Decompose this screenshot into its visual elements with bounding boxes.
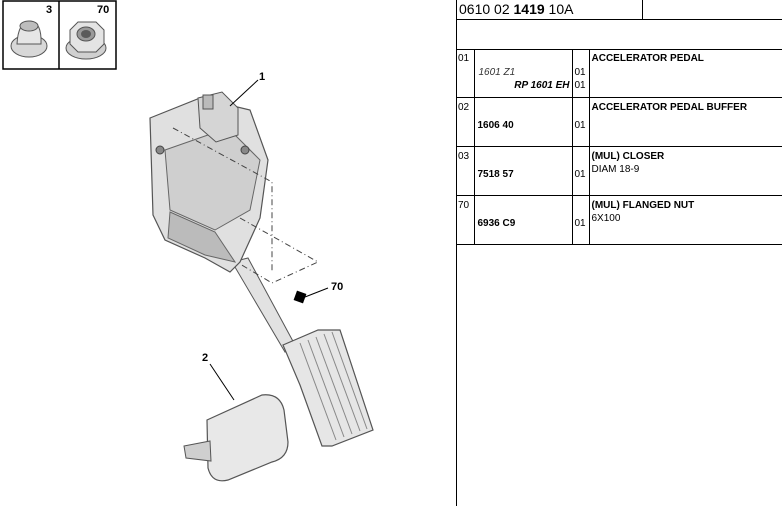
closer-part-icon	[10, 20, 48, 58]
reference-header: 0610 02 1419 10A	[456, 0, 782, 20]
quantity-cell: 01	[572, 146, 590, 196]
inset-parts-box: 3 70	[2, 0, 117, 70]
table-row[interactable]: 70 6936 C9 01 (MUL) FLANGED NUT 6X100	[456, 195, 782, 245]
inset-label-3: 3	[46, 4, 52, 16]
item-number: 01	[456, 49, 475, 98]
reference-cell: 7518 57	[474, 146, 573, 196]
header-separator	[642, 0, 643, 19]
part-name: ACCELERATOR PEDAL BUFFER	[591, 102, 748, 113]
parts-table: 01 1601 Z1 RP 1601 EH 01 01 ACCELERATOR …	[456, 49, 782, 245]
description-cell: ACCELERATOR PEDAL	[589, 49, 782, 98]
item-number: 70	[456, 195, 475, 245]
ref-suffix: 10A	[548, 1, 574, 17]
callout-70: 70	[331, 281, 343, 293]
item-number: 02	[456, 97, 475, 147]
flanged-nut-part-icon	[65, 21, 107, 60]
part-detail: 6X100	[591, 213, 621, 224]
table-row[interactable]: 01 1601 Z1 RP 1601 EH 01 01 ACCELERATOR …	[456, 49, 782, 98]
quantity: 01	[574, 80, 586, 91]
pedal-buffer-drawing	[183, 394, 289, 482]
diagram-reference: 0610 02 1419 10A	[459, 1, 573, 17]
exploded-diagram: 3 70	[2, 0, 374, 482]
ref-prefix: 0610 02	[459, 1, 510, 17]
description-cell: ACCELERATOR PEDAL BUFFER	[589, 97, 782, 147]
quantity-cell: 01	[572, 195, 590, 245]
reference-cell: 6936 C9	[474, 195, 573, 245]
reference-cell: 1606 40	[474, 97, 573, 147]
description-cell: (MUL) CLOSER DIAM 18-9	[589, 146, 782, 196]
part-reference: 1601 Z1	[478, 67, 516, 78]
ref-bold: 1419	[513, 1, 545, 17]
part-name: (MUL) FLANGED NUT	[591, 200, 695, 211]
part-reference: 6936 C9	[477, 218, 516, 229]
panel-divider	[456, 0, 457, 506]
reference-cell: 1601 Z1 RP 1601 EH	[474, 49, 573, 98]
part-reference: 1606 40	[477, 120, 514, 131]
part-name: (MUL) CLOSER	[591, 151, 665, 162]
table-row[interactable]: 02 1606 40 01 ACCELERATOR PEDAL BUFFER	[456, 97, 782, 147]
inset-label-70: 70	[97, 4, 109, 16]
quantity-cell: 01 01	[572, 49, 590, 98]
quantity-cell: 01	[572, 97, 590, 147]
header-blank-row	[456, 19, 782, 50]
flanged-nut-marker	[293, 290, 307, 304]
quantity: 01	[574, 169, 586, 180]
quantity: 01	[574, 67, 586, 78]
quantity: 01	[574, 218, 586, 229]
item-number: 03	[456, 146, 475, 196]
part-name: ACCELERATOR PEDAL	[591, 53, 704, 64]
table-row[interactable]: 03 7518 57 01 (MUL) CLOSER DIAM 18-9	[456, 146, 782, 196]
part-detail: DIAM 18-9	[591, 164, 640, 175]
part-reference: 7518 57	[477, 169, 514, 180]
callout-2: 2	[202, 352, 208, 364]
accelerator-pedal-drawing	[149, 91, 374, 447]
quantity: 01	[574, 120, 586, 131]
part-reference: RP 1601 EH	[514, 80, 570, 91]
callout-1: 1	[259, 71, 265, 83]
description-cell: (MUL) FLANGED NUT 6X100	[589, 195, 782, 245]
